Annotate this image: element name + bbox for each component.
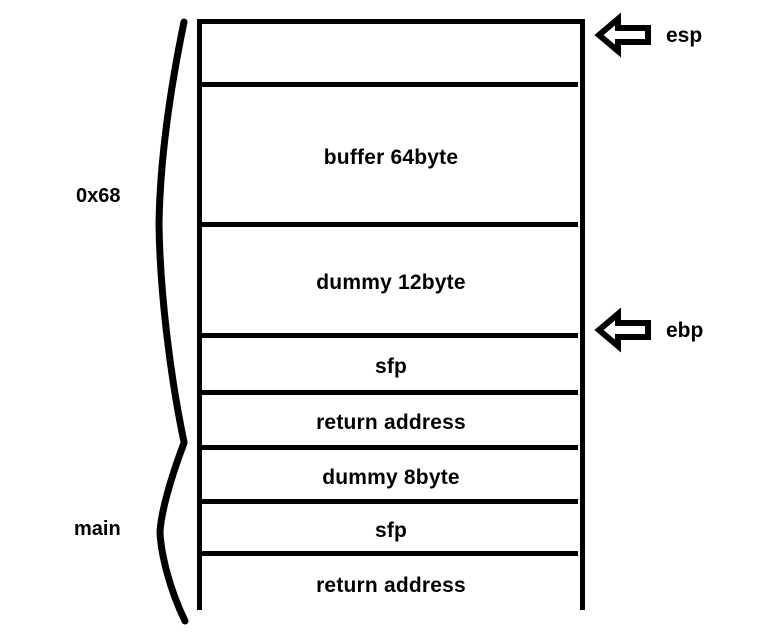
stack-row-label: dummy 12byte bbox=[316, 271, 466, 294]
stack-row-dummy-8: dummy 8byte bbox=[202, 450, 580, 504]
stack-row-dummy-12: dummy 12byte bbox=[202, 227, 580, 338]
stack-row-sfp-main: sfp bbox=[202, 504, 580, 556]
stack-row-label: sfp bbox=[374, 355, 408, 378]
arrow-left-block-icon bbox=[594, 12, 651, 58]
brace-0x68-icon bbox=[155, 18, 188, 446]
brace-label-main: main bbox=[74, 518, 121, 540]
stack-row-label: return address bbox=[316, 574, 466, 597]
stack-row-buffer: buffer 64byte bbox=[202, 87, 580, 227]
pointer-ebp: ebp bbox=[594, 307, 704, 353]
stack-row-sfp-upper: sfp bbox=[202, 338, 580, 395]
stack-row-return-address-upper: return address bbox=[202, 395, 580, 450]
pointer-esp-label: esp bbox=[666, 23, 703, 47]
arrow-left-block-icon bbox=[594, 307, 651, 353]
pointer-esp: esp bbox=[594, 12, 703, 58]
stack-row-label: return address bbox=[316, 411, 466, 434]
pointer-ebp-label: ebp bbox=[666, 318, 704, 342]
stack-row-empty-top bbox=[202, 24, 580, 87]
brace-main-icon bbox=[156, 439, 189, 625]
stack-diagram-box: buffer 64byte dummy 12byte sfp return ad… bbox=[197, 19, 585, 615]
stack-row-label: sfp bbox=[374, 518, 408, 542]
stack-row-label: dummy 8byte bbox=[322, 465, 460, 489]
brace-label-0x68: 0x68 bbox=[76, 185, 121, 207]
stack-row-label: buffer 64byte bbox=[323, 145, 459, 169]
stack-row-return-address-main: return address bbox=[202, 556, 580, 615]
